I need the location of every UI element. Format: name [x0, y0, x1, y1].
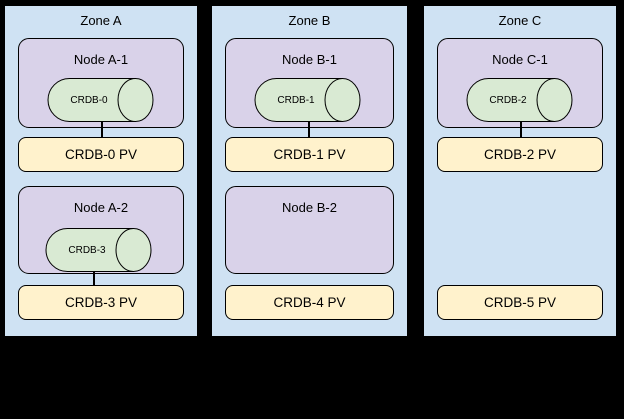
crdb-2-pv-box: CRDB-2 PV — [437, 137, 603, 172]
cylinder-icon — [45, 228, 152, 272]
node-a2-label: Node A-2 — [73, 200, 129, 215]
crdb-4-pv-label: CRDB-4 PV — [273, 295, 346, 310]
connector-line — [308, 122, 310, 138]
zone-a-label: Zone A — [80, 13, 122, 28]
zone-c: Zone C Node C-1 CRDB-2 CRDB-2 PV CRDB-5 … — [423, 5, 617, 337]
crdb-0-pv-box: CRDB-0 PV — [18, 137, 184, 172]
zone-a: Zone A Node A-1 CRDB-0 CRDB-0 PV Node A-… — [4, 5, 198, 337]
crdb-2-pv-label: CRDB-2 PV — [483, 147, 556, 162]
crdb-2-pod: CRDB-2 — [466, 78, 573, 122]
node-b1-label: Node B-1 — [282, 52, 337, 67]
connector-line — [101, 122, 103, 138]
crdb-4-pv-box: CRDB-4 PV — [225, 285, 394, 320]
crdb-1-pv-box: CRDB-1 PV — [225, 137, 394, 172]
node-b2-label: Node B-2 — [282, 200, 337, 215]
crdb-0-pod: CRDB-0 — [47, 78, 154, 122]
node-c1-label: Node C-1 — [492, 52, 548, 67]
crdb-3-pv-label: CRDB-3 PV — [64, 295, 137, 310]
crdb-1-pv-label: CRDB-1 PV — [273, 147, 346, 162]
connector-line — [520, 122, 522, 138]
crdb-1-pod: CRDB-1 — [254, 78, 361, 122]
node-b2: Node B-2 — [225, 186, 394, 274]
crdb-3-pv-box: CRDB-3 PV — [18, 285, 184, 320]
crdb-0-pv-label: CRDB-0 PV — [64, 147, 137, 162]
crdb-2-pod-label: CRDB-2 — [489, 94, 527, 106]
cylinder-icon — [254, 78, 361, 122]
cylinder-icon — [47, 78, 154, 122]
zone-b-label: Zone B — [288, 13, 331, 28]
crdb-1-pod-label: CRDB-1 — [277, 94, 315, 106]
cylinder-icon — [466, 78, 573, 122]
node-a1-label: Node A-1 — [73, 52, 129, 67]
connector-line — [93, 272, 95, 285]
crdb-5-pv-label: CRDB-5 PV — [483, 295, 556, 310]
zone-b: Zone B Node B-1 CRDB-1 CRDB-1 PV Node B-… — [211, 5, 408, 337]
crdb-3-pod: CRDB-3 — [45, 228, 152, 272]
crdb-3-pod-label: CRDB-3 — [68, 244, 106, 256]
crdb-0-pod-label: CRDB-0 — [70, 94, 108, 106]
zone-c-label: Zone C — [498, 13, 542, 28]
crdb-5-pv-box: CRDB-5 PV — [437, 285, 603, 320]
